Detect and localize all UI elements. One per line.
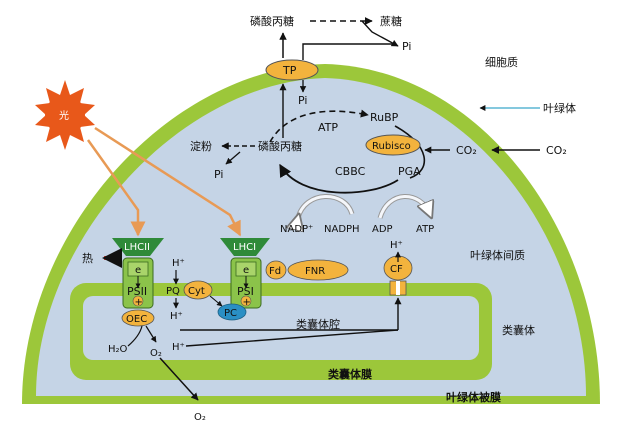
- psi-label: PSI: [237, 285, 254, 298]
- atp-synth-label: ATP: [416, 224, 434, 235]
- starch-label: 淀粉: [190, 139, 212, 153]
- rubp-label: RuBP: [370, 111, 399, 124]
- thylakoid-lumen: [83, 296, 479, 360]
- light-label: 光: [59, 109, 69, 122]
- psii-label: PSII: [127, 285, 147, 298]
- tp-label: TP: [282, 64, 297, 77]
- lhci-label: LHCI: [233, 242, 256, 253]
- plus1-label: +: [135, 297, 143, 308]
- pi-tp-label: Pi: [298, 94, 307, 107]
- cbbc-label: CBBC: [335, 165, 366, 178]
- lhcii-label: LHCII: [124, 242, 150, 253]
- h-lumen2-label: H⁺: [172, 342, 185, 353]
- h-top-label: H⁺: [172, 258, 185, 269]
- cyt-complex: [183, 280, 213, 300]
- e-psi: e: [243, 265, 249, 276]
- cbbc-dashed-arc: [269, 109, 369, 143]
- triose-phosphate-mid: 磷酸丙糖: [258, 139, 302, 153]
- rubisco-enzyme: [365, 134, 421, 156]
- h2o-label: H₂O: [108, 344, 128, 355]
- chloroplast-envelope-label: 叶绿体被膜: [446, 390, 501, 404]
- pi-into-tp: [302, 43, 395, 60]
- pi-starch-label: Pi: [214, 168, 223, 181]
- h-cf-label: H⁺: [390, 240, 403, 251]
- thylakoid-label: 类囊体: [502, 323, 535, 337]
- o2-out-label: O₂: [194, 412, 206, 423]
- oec-label: OEC: [126, 314, 147, 325]
- lhcii-antenna: [112, 238, 164, 256]
- sucrose-label: 蔗糖: [380, 14, 402, 28]
- co2-outer-label: CO₂: [546, 144, 567, 157]
- chloroplast-label: 叶绿体: [543, 101, 576, 115]
- pc-carrier: [217, 303, 247, 321]
- cf-label: CF: [390, 264, 403, 275]
- oec: [121, 309, 155, 327]
- thylakoid-membrane-label: 类囊体膜: [328, 367, 372, 381]
- fnr-label: FNR: [305, 266, 325, 277]
- lumen-h-flow-2: [185, 329, 399, 347]
- e-psii: e: [135, 265, 141, 276]
- cbbc-bottom-arc: [279, 163, 399, 194]
- o2-exit-arrow: [159, 357, 199, 401]
- sun-icon: [35, 80, 95, 150]
- pq-label: PQ: [166, 286, 180, 297]
- stroma-label: 叶绿体间质: [470, 248, 525, 262]
- cbbc-arc-right: [394, 125, 426, 179]
- lhci-antenna: [220, 238, 270, 256]
- tp-transporter: [265, 59, 319, 81]
- fd-carrier: [265, 260, 287, 280]
- cytoplasm-label: 细胞质: [485, 56, 518, 69]
- sucrose-pi-arrow: [361, 20, 399, 47]
- o2-lumen-label: O₂: [150, 348, 162, 359]
- nadp-plus-label: NADP⁺: [280, 224, 313, 235]
- plus2-label: +: [243, 297, 251, 308]
- light-arrows: [86, 126, 242, 237]
- fd-label: Fd: [269, 266, 281, 277]
- pga-label: PGA: [398, 165, 421, 178]
- pi-top-label: Pi: [402, 40, 411, 53]
- pc-label: PC: [224, 308, 237, 319]
- co2-inner-label: CO₂: [456, 144, 477, 157]
- rubisco-label: Rubisco: [372, 141, 411, 152]
- heat-label: 热: [82, 252, 93, 265]
- starch-pi-arrow: [225, 151, 241, 165]
- h-lumen1-label: H⁺: [170, 311, 183, 322]
- adp-label: ADP: [372, 224, 393, 235]
- psii-plus: [132, 295, 144, 307]
- triose-phosphate-top: 磷酸丙糖: [250, 14, 294, 28]
- nadph-label: NADPH: [324, 224, 360, 235]
- thylakoid-lumen-label: 类囊体腔: [296, 317, 340, 331]
- cyt-label: Cyt: [188, 286, 205, 297]
- atp-cycle-label: ATP: [318, 121, 338, 134]
- psi-plus: [240, 295, 252, 307]
- fnr-enzyme: [287, 259, 349, 281]
